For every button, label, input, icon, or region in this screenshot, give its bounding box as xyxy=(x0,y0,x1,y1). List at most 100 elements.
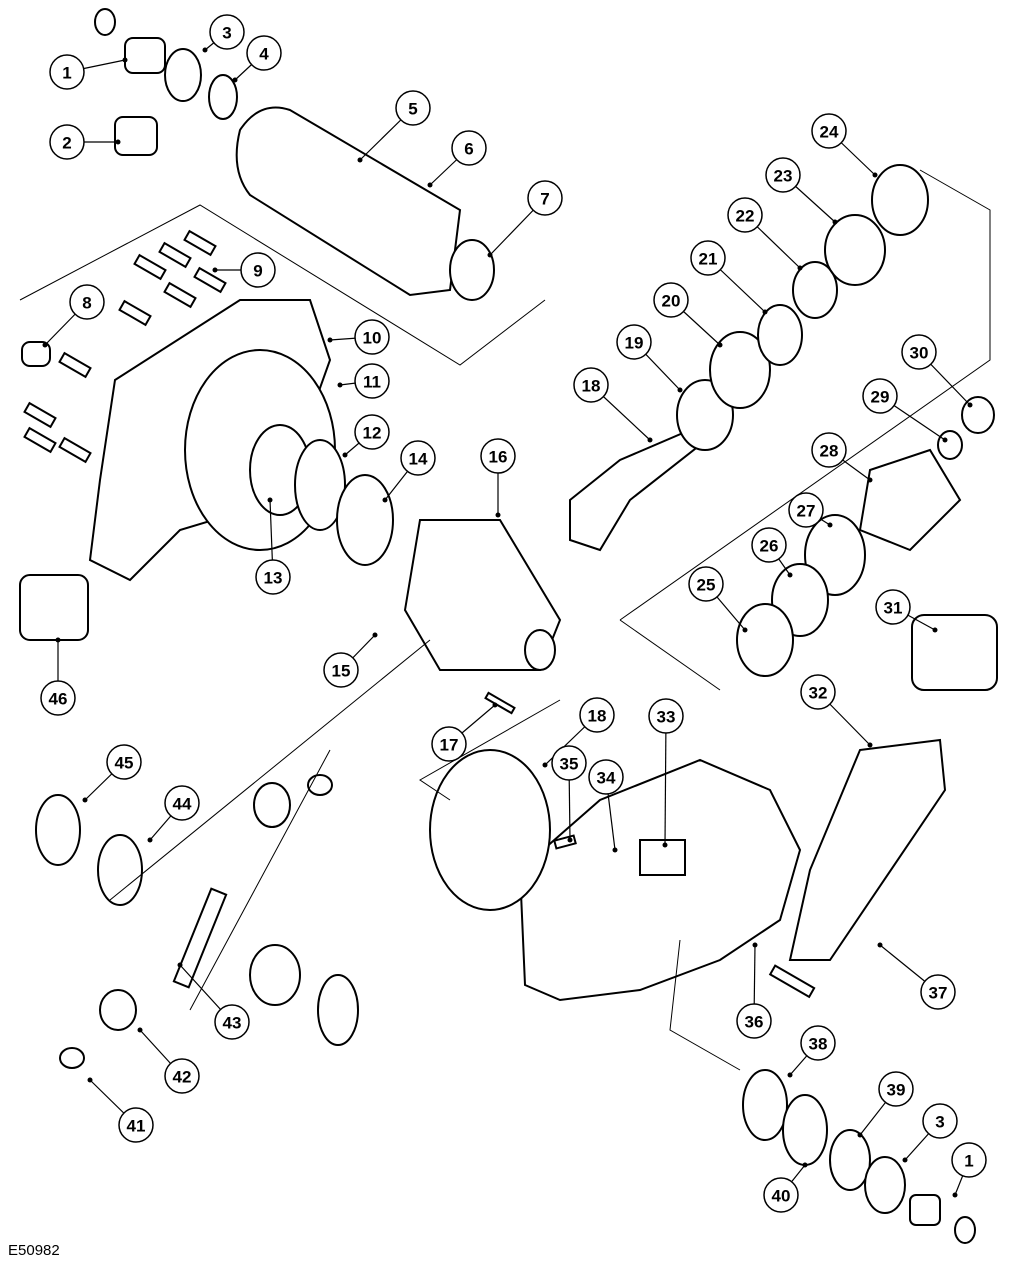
bolt-part xyxy=(768,964,816,999)
callout-number: 12 xyxy=(363,424,382,443)
callout-30: 30 xyxy=(901,334,937,370)
leader-dot xyxy=(677,387,683,393)
callout-number: 36 xyxy=(745,1013,764,1032)
bearing-cone-3-part xyxy=(742,1069,788,1141)
assembly-line xyxy=(109,639,431,1011)
leader-dot xyxy=(122,57,128,63)
callout-circle xyxy=(875,589,911,625)
callout-25: 25 xyxy=(688,566,724,602)
callout-number: 4 xyxy=(259,45,269,64)
leader-line xyxy=(664,715,667,846)
circlip-part xyxy=(94,8,116,36)
callout-number: 34 xyxy=(597,769,616,788)
callout-18: 18 xyxy=(573,367,609,403)
leader-dot xyxy=(137,1027,143,1033)
callout-circle xyxy=(616,324,652,360)
callout-circle xyxy=(765,157,801,193)
assembly-line xyxy=(419,699,561,801)
pinion-flange-part xyxy=(858,448,962,552)
thrust-washer-2-part xyxy=(317,974,359,1046)
callout-circle xyxy=(788,492,824,528)
callout-28: 28 xyxy=(811,432,847,468)
circlip-2-part xyxy=(954,1216,976,1244)
callout-12: 12 xyxy=(354,414,390,450)
callout-13: 13 xyxy=(255,559,291,595)
callout-number: 42 xyxy=(173,1068,192,1087)
callout-number: 46 xyxy=(49,690,68,709)
callout-3: 3 xyxy=(922,1103,958,1139)
leader-dot xyxy=(802,1162,808,1168)
callout-number: 8 xyxy=(82,294,91,313)
leader-dot xyxy=(382,497,388,503)
callout-circle xyxy=(811,432,847,468)
callout-circle xyxy=(354,414,390,450)
cross-shaft-part xyxy=(172,887,228,989)
callout-33: 33 xyxy=(648,698,684,734)
bolts-part xyxy=(23,229,227,464)
crown-wheel-part xyxy=(429,749,551,911)
callout-17: 17 xyxy=(431,726,467,762)
callout-number: 21 xyxy=(699,250,718,269)
callout-19: 19 xyxy=(616,324,652,360)
assembly-line xyxy=(669,939,741,1071)
bush-small-part xyxy=(21,341,51,367)
callout-5: 5 xyxy=(395,90,431,126)
callout-circle xyxy=(648,698,684,734)
callout-45: 45 xyxy=(106,744,142,780)
mounting-arm-part xyxy=(788,738,947,961)
callout-number: 26 xyxy=(760,537,779,556)
o-ring-part xyxy=(449,239,495,301)
callout-number: 33 xyxy=(657,708,676,727)
bearing-cup-3-part xyxy=(824,214,886,286)
pinion-gear-2-part xyxy=(99,989,137,1031)
callout-circle xyxy=(862,378,898,414)
callout-number: 44 xyxy=(173,795,192,814)
callout-number: 15 xyxy=(332,662,351,681)
callout-circle xyxy=(209,14,245,50)
callout-number: 38 xyxy=(809,1035,828,1054)
callout-35: 35 xyxy=(551,745,587,781)
callout-24: 24 xyxy=(811,113,847,149)
callout-number: 18 xyxy=(588,707,607,726)
callout-number: 5 xyxy=(408,100,417,119)
callout-circle xyxy=(255,559,291,595)
assembly-line xyxy=(619,619,721,691)
callout-circle xyxy=(40,680,76,716)
callout-circle xyxy=(240,252,276,288)
leader-dot xyxy=(867,477,873,483)
callout-46: 46 xyxy=(40,680,76,716)
callout-number: 20 xyxy=(662,292,681,311)
callout-circle xyxy=(901,334,937,370)
callout-6: 6 xyxy=(451,130,487,166)
callout-number: 2 xyxy=(62,134,71,153)
callout-number: 28 xyxy=(820,442,839,461)
callout-number: 18 xyxy=(582,377,601,396)
leader-dot xyxy=(495,512,501,518)
callout-32: 32 xyxy=(800,674,836,710)
leader-dot xyxy=(82,797,88,803)
callout-circle xyxy=(451,130,487,166)
callout-number: 7 xyxy=(540,190,549,209)
drive-flange-2-part xyxy=(909,1194,941,1226)
leader-dot xyxy=(357,157,363,163)
leader-dot xyxy=(232,77,238,83)
callout-27: 27 xyxy=(788,492,824,528)
leader-dot xyxy=(327,337,333,343)
bearing-cup-part xyxy=(294,439,346,531)
callout-7: 7 xyxy=(527,180,563,216)
collapsible-spacer-part xyxy=(792,261,838,319)
leader-dot xyxy=(942,437,948,443)
callout-circle xyxy=(763,1177,799,1213)
callout-circle xyxy=(920,974,956,1010)
side-gear-part xyxy=(97,834,143,906)
bush-part xyxy=(114,116,158,156)
callouts: 1234567891011121314151617181819202122232… xyxy=(40,14,987,1213)
bearing-cup-4-part xyxy=(782,1094,828,1166)
leader-dot xyxy=(952,1192,958,1198)
callout-number: 24 xyxy=(820,123,839,142)
callout-circle xyxy=(431,726,467,762)
pinion-gear-part xyxy=(253,782,291,828)
callout-number: 40 xyxy=(772,1187,791,1206)
deflector-part xyxy=(736,603,794,677)
